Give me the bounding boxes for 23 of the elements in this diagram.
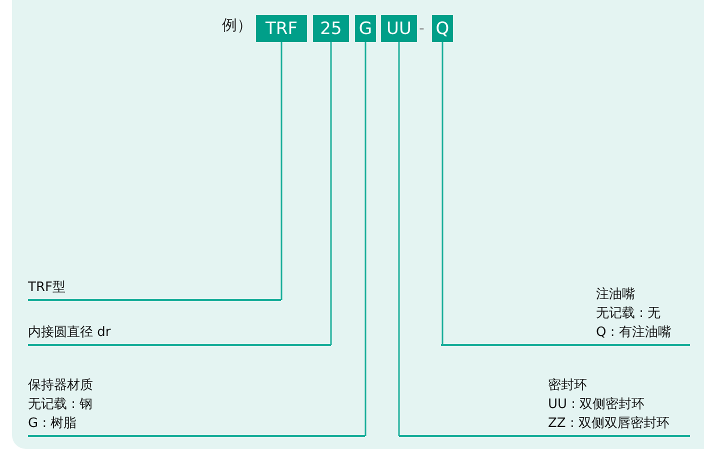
code-box: UU: [381, 15, 417, 42]
option-text: 无记载 : 无: [596, 305, 662, 323]
leader-line: [442, 42, 444, 345]
option-text: 无记载 : 钢: [28, 396, 94, 414]
option-text: ZZ : 双侧双唇密封环: [548, 415, 670, 433]
code-box: Q: [432, 15, 453, 42]
leader-line: [330, 42, 332, 345]
option-text: Q : 有注油嘴: [596, 324, 672, 342]
code-box: G: [355, 15, 376, 42]
leader-line: [398, 42, 400, 436]
code-box: 25: [313, 15, 349, 42]
option-text: UU : 双侧密封环: [548, 396, 646, 414]
label-heading: 密封环: [548, 377, 588, 395]
label-heading: 内接圆直径 dr: [28, 324, 112, 342]
code-box: TRF: [256, 15, 307, 42]
separator-dash: -: [419, 19, 424, 37]
label-heading: 注油嘴: [596, 286, 636, 304]
label-heading: 保持器材质: [28, 377, 94, 395]
example-label: 例）: [222, 16, 252, 35]
leader-line: [364, 42, 366, 436]
label-heading: TRF型: [28, 279, 66, 297]
option-text: G : 树脂: [28, 415, 78, 433]
leader-line: [280, 42, 282, 300]
